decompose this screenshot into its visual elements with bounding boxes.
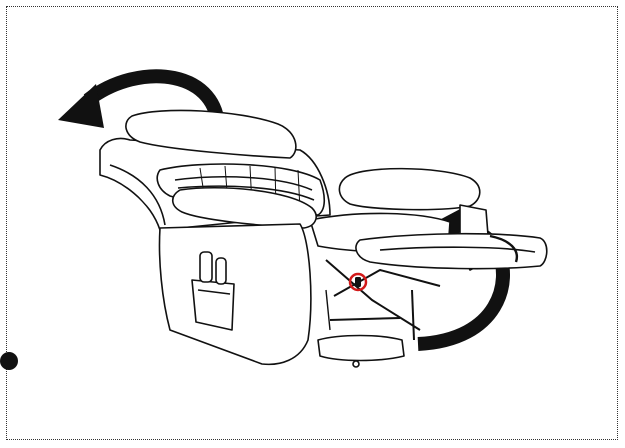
- lower-footrest: [318, 336, 404, 368]
- footrest: [356, 234, 547, 269]
- lift-mechanism: [326, 260, 440, 340]
